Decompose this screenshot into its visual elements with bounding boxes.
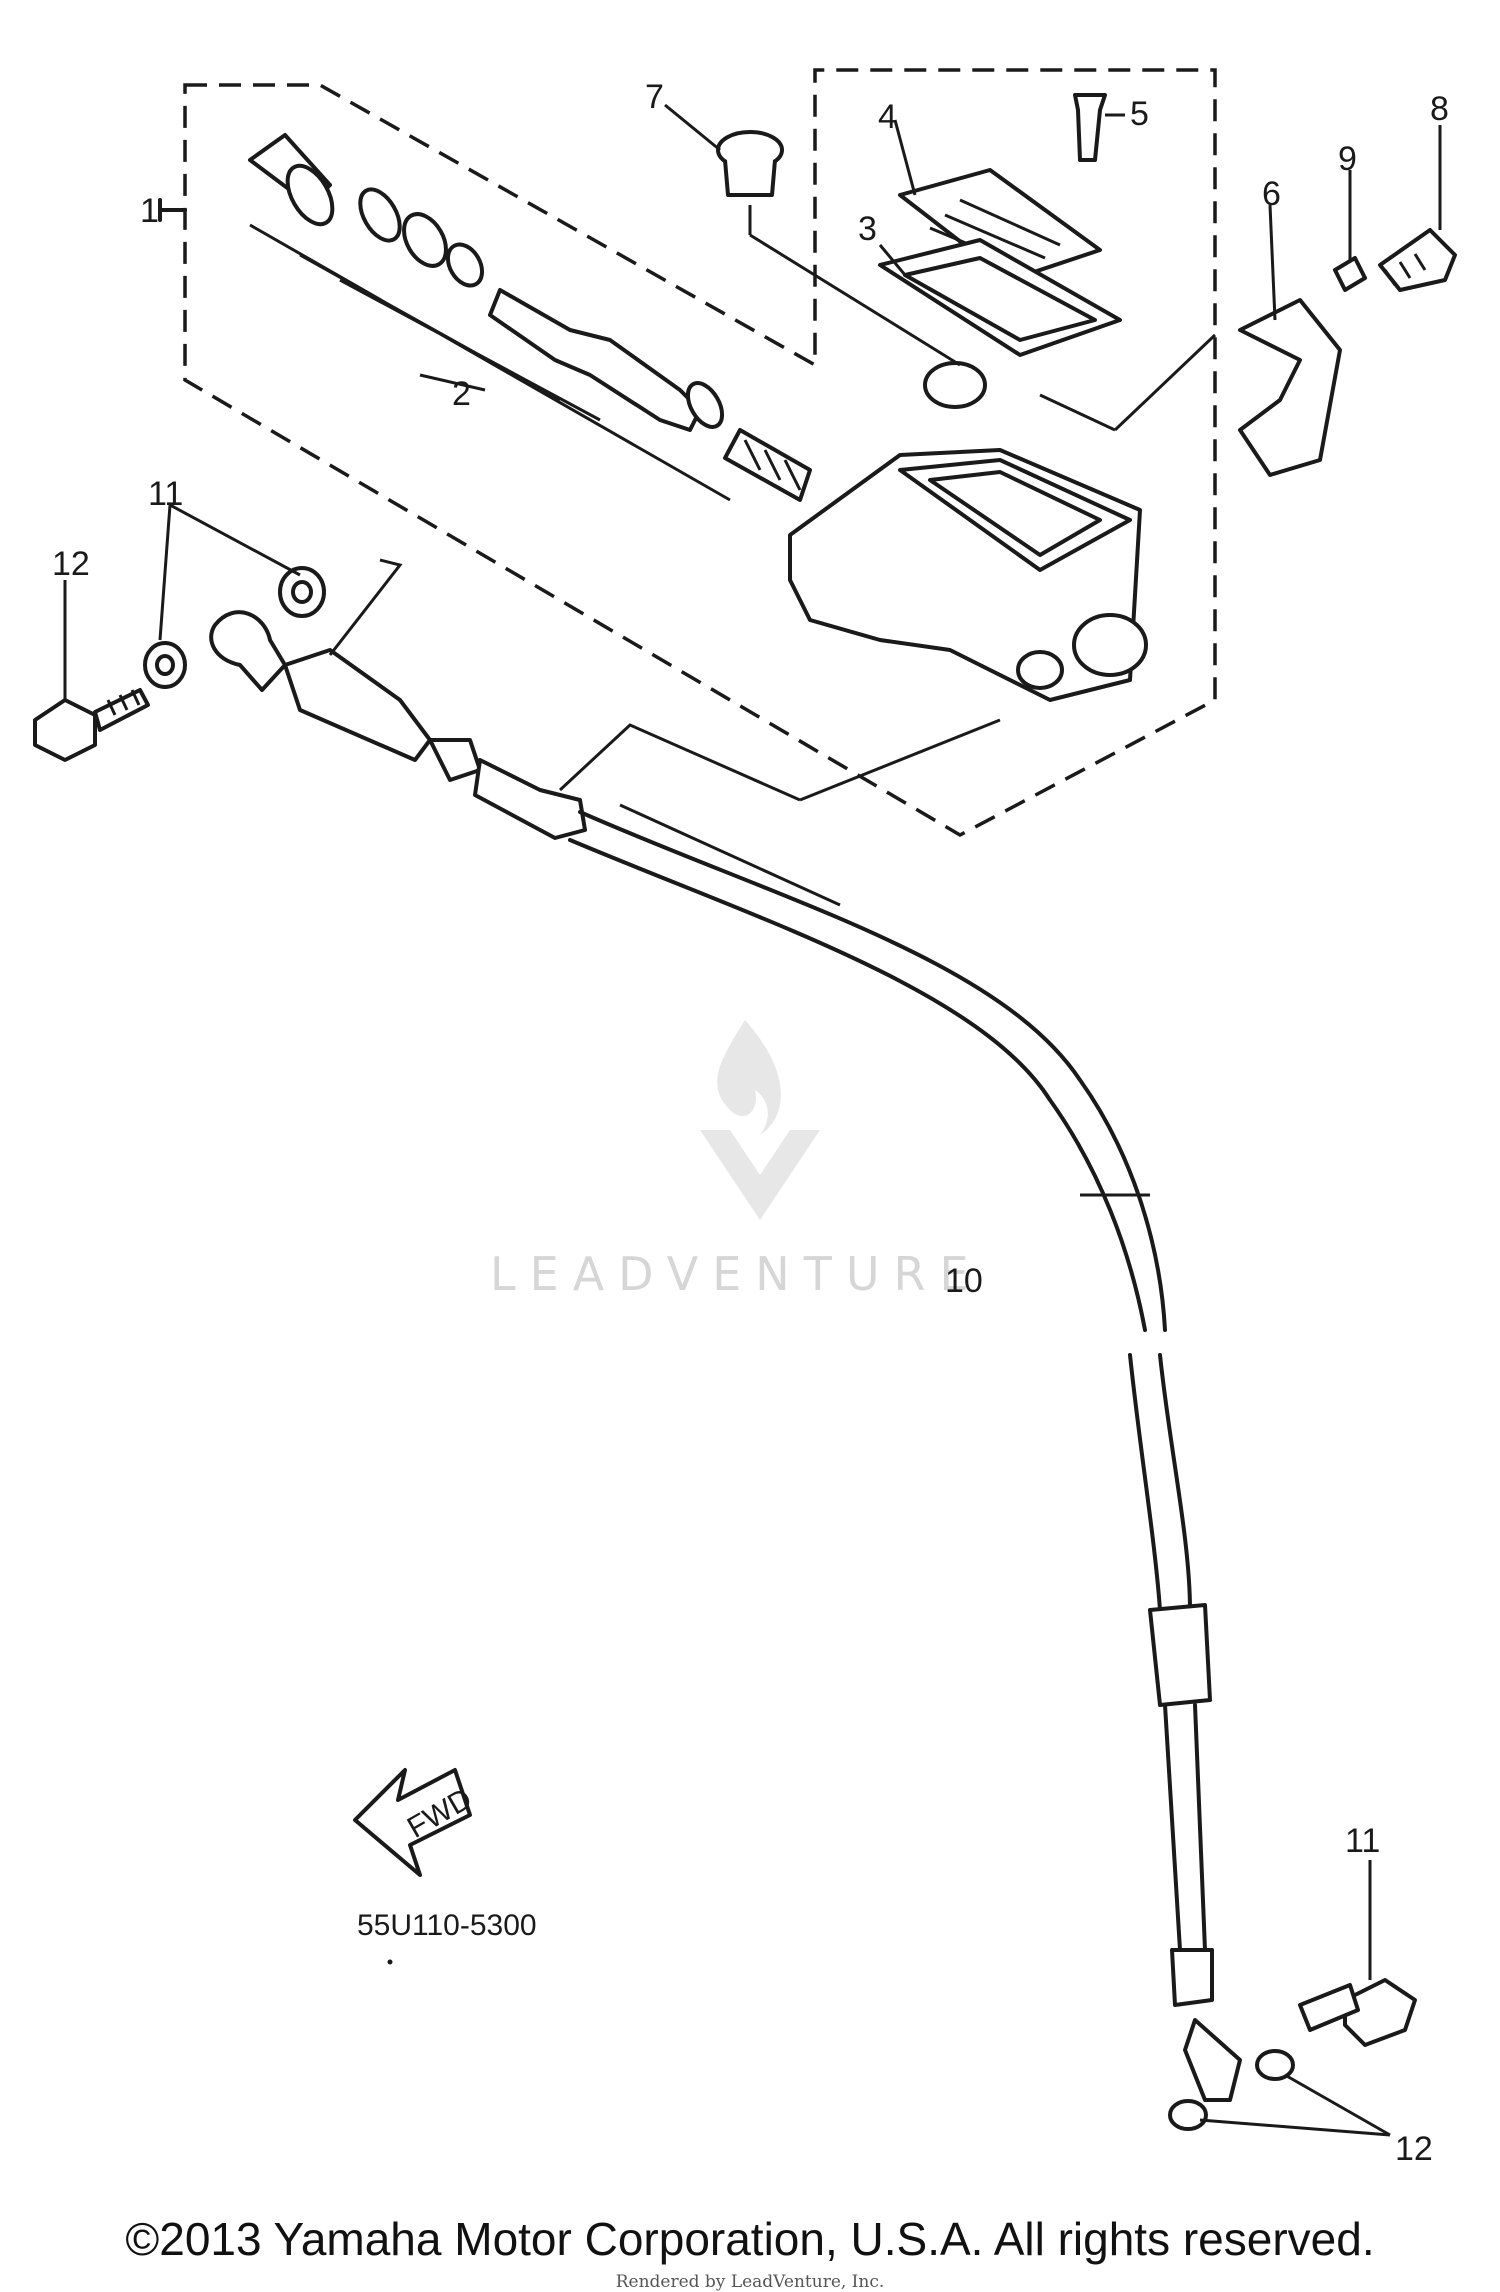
hose-sleeve <box>473 758 587 840</box>
circlip <box>358 187 402 243</box>
part-code: 55U110-5300 <box>357 1909 537 1942</box>
watermark-text: LEADVENTURE <box>490 1247 983 1301</box>
lower-hose-pipe <box>1163 1703 1207 1952</box>
washer <box>402 212 448 268</box>
callout-11-upper: 12 <box>52 545 90 583</box>
rubber-cap <box>716 130 784 197</box>
hose-leaders <box>328 558 1001 907</box>
callout-11-lower: 11 <box>1345 1822 1380 1860</box>
copyright-notice: ©2013 Yamaha Motor Corporation, U.S.A. A… <box>125 2213 1375 2265</box>
lower-banjo <box>1183 2018 1242 2102</box>
lower-hose-sleeve <box>1148 1603 1212 1707</box>
watermark-logo <box>700 1020 820 1220</box>
callout-4: 4 <box>878 98 897 136</box>
leader-lines <box>419 103 1442 432</box>
leader-12-lower <box>1199 2073 1391 2137</box>
upper-banjo <box>209 610 287 692</box>
holder-assembly <box>1238 228 1457 477</box>
banjo-port <box>1072 613 1148 677</box>
leader-12-upper <box>158 503 301 641</box>
lower-gasket-a <box>1255 2049 1295 2081</box>
bolt-washer <box>1333 256 1367 292</box>
callout-6: 6 <box>1262 175 1281 213</box>
callout-3: 3 <box>858 210 877 248</box>
rubber-cap-stem <box>723 159 777 197</box>
cup <box>685 381 725 429</box>
cap-screw <box>1073 93 1107 162</box>
spring <box>723 428 812 502</box>
banjo-hole <box>1016 650 1064 690</box>
union-bolt-lower <box>1298 1860 1417 2047</box>
callout-2: 2 <box>452 375 471 413</box>
upper-hose-end <box>283 648 432 762</box>
master-cylinder-body <box>788 361 1148 702</box>
hose-line-lower <box>1128 1353 1192 1612</box>
callout-12-lower: 12 <box>1395 2130 1433 2168</box>
inlet-boss <box>923 361 987 409</box>
callout-5: 5 <box>1130 95 1149 133</box>
lower-hose-end <box>1170 1948 1214 2007</box>
callout-12-upper: 11 <box>148 475 183 513</box>
callout-9: 9 <box>1338 140 1357 178</box>
rendered-by-notice: Rendered by LeadVenture, Inc. <box>615 2272 885 2292</box>
reservoir-cap-assembly <box>878 93 1122 357</box>
bolt-threads <box>1383 253 1427 286</box>
piston-kit <box>248 133 812 502</box>
lower-gasket-b <box>1168 2099 1208 2131</box>
forward-arrow: FWD <box>353 1768 478 1877</box>
spring-coils <box>743 439 802 491</box>
reservoir-opening <box>928 470 1102 557</box>
holder <box>1238 298 1342 477</box>
piston-kit-lines <box>249 223 731 502</box>
callout-7: 7 <box>645 78 664 116</box>
callout-1: 1 <box>140 192 159 230</box>
piston <box>488 288 702 432</box>
hose-line-b <box>568 838 1147 1332</box>
seal <box>445 242 485 288</box>
callout-10: 10 <box>945 1262 983 1300</box>
union-bolt-upper <box>33 580 150 762</box>
brake-hose <box>143 558 1295 2131</box>
diaphragm-inner <box>903 256 1097 342</box>
callout-8: 8 <box>1430 90 1449 128</box>
hose-line-a <box>578 810 1167 1332</box>
boot-ring <box>285 163 335 227</box>
assembly-outline-1 <box>183 68 1217 838</box>
